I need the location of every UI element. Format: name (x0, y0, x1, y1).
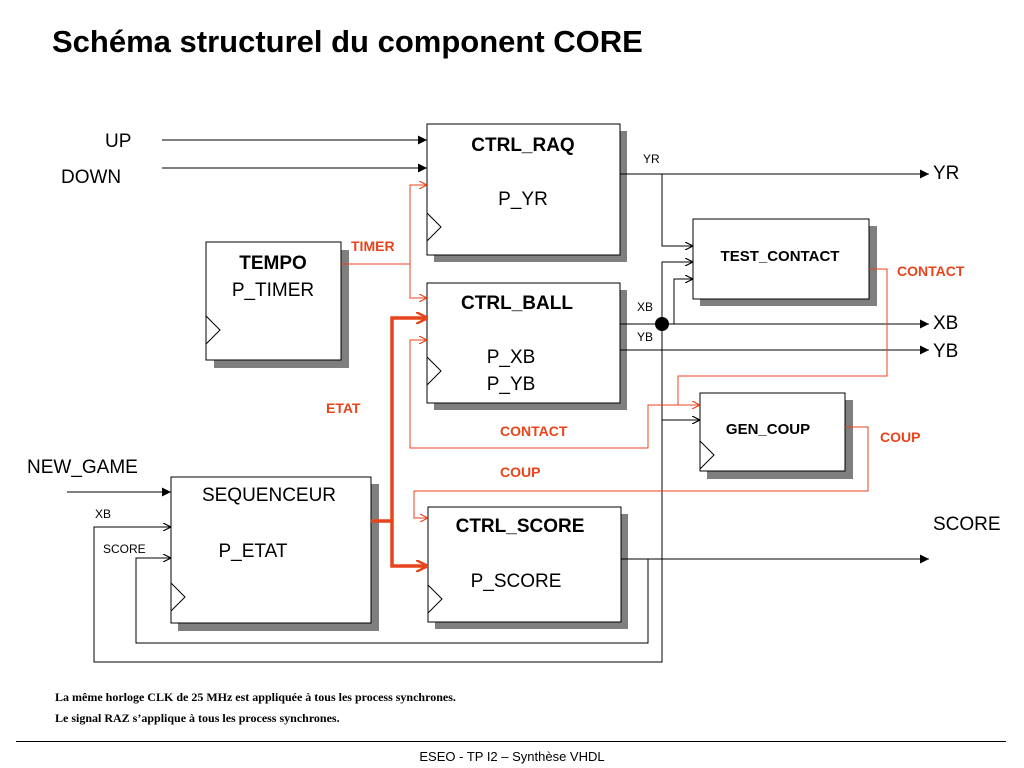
sequenceur-block: SEQUENCEUR P_ETAT (170, 476, 372, 624)
clock-triangle-icon (699, 440, 715, 470)
ctrl-raq-process: P_YR (498, 189, 548, 210)
clock-triangle-icon (205, 315, 221, 345)
sequenceur-name: SEQUENCEUR (202, 485, 336, 506)
timer-to-ball-wire (409, 264, 427, 298)
signal-contact-in-label: CONTACT (500, 423, 568, 439)
sequenceur-process: P_ETAT (219, 541, 288, 562)
input-down-label: DOWN (61, 167, 121, 188)
output-yb-label: YB (933, 341, 958, 362)
clock-triangle-icon (426, 212, 442, 242)
signal-coup-out-label: COUP (880, 429, 920, 445)
signal-seq-xb-label: XB (95, 507, 111, 521)
gen-coup-name: GEN_COUP (726, 421, 810, 438)
red-signal-labels: TIMER CONTACT ETAT CONTACT COUP COUP (326, 238, 965, 480)
contact-to-ball-wire (409, 340, 678, 449)
output-yr-label: YR (933, 163, 959, 184)
signal-labels: UP DOWN NEW_GAME YR XB YB SCORE YR XB YB… (27, 131, 1001, 556)
ctrl-score-box (427, 506, 622, 623)
ctrl-raq-box (426, 123, 621, 256)
signal-yb-label: YB (637, 330, 653, 344)
red-wires (341, 185, 888, 518)
yb-to-test-contact-wire (673, 279, 693, 324)
tempo-name: TEMPO (239, 253, 307, 274)
etat-bus (371, 318, 428, 566)
score-to-sequenceur-wire (135, 558, 649, 644)
gen-coup-block: GEN_COUP (699, 392, 846, 472)
ctrl-ball-name: CTRL_BALL (461, 293, 573, 314)
ctrl-ball-process-2: P_YB (487, 374, 536, 395)
ctrl-ball-block: CTRL_BALL P_XB P_YB (426, 282, 621, 404)
tempo-process: P_TIMER (232, 280, 314, 301)
black-wires (67, 135, 929, 663)
ctrl-score-block: CTRL_SCORE P_SCORE (427, 506, 622, 623)
output-xb-label: XB (933, 313, 958, 334)
ctrl-raq-block: CTRL_RAQ P_YR (426, 123, 621, 256)
coup-wire (413, 426, 869, 518)
sequenceur-box (170, 476, 372, 624)
signal-seq-score-label: SCORE (103, 542, 146, 556)
note-line-2: Le signal RAZ s’applique à tous les proc… (55, 711, 340, 725)
etat-to-ball-wire (390, 318, 428, 521)
test-contact-name: TEST_CONTACT (721, 248, 840, 265)
signal-coup-in-label: COUP (500, 464, 540, 480)
test-contact-box (692, 218, 870, 300)
xb-to-sequenceur-wire (93, 420, 663, 663)
signal-xb-label: XB (637, 300, 653, 314)
page-title: Schéma structurel du component CORE (52, 24, 643, 59)
xb-to-gen-coup-wire (661, 324, 700, 420)
tempo-box (205, 241, 342, 361)
gen-coup-box (699, 392, 846, 472)
signal-etat-label: ETAT (326, 400, 361, 416)
ctrl-score-process: P_SCORE (471, 571, 562, 592)
signal-yr-label: YR (643, 152, 660, 166)
input-new-game-label: NEW_GAME (27, 457, 138, 478)
yr-to-test-contact-wire (661, 174, 693, 246)
signal-contact-out-label: CONTACT (897, 263, 965, 279)
junction-dot (655, 317, 669, 331)
contact-wire (677, 268, 888, 405)
clock-triangle-icon (426, 356, 442, 386)
ctrl-raq-name: CTRL_RAQ (471, 135, 574, 156)
input-up-label: UP (105, 131, 131, 152)
notes: La même horloge CLK de 25 MHz est appliq… (55, 687, 456, 729)
clock-triangle-icon (427, 584, 443, 614)
timer-wire (341, 185, 427, 265)
xb-to-test-contact-wire (661, 262, 693, 324)
ctrl-score-name: CTRL_SCORE (456, 516, 585, 537)
etat-wire (371, 519, 428, 566)
ctrl-ball-process-1: P_XB (487, 347, 536, 368)
tempo-block: TEMPO P_TIMER (205, 241, 342, 361)
signal-timer-label: TIMER (351, 238, 395, 254)
test-contact-block: TEST_CONTACT (692, 218, 870, 300)
note-line-1: La même horloge CLK de 25 MHz est appliq… (55, 690, 456, 704)
output-score-label: SCORE (933, 514, 1001, 535)
clock-triangle-icon (170, 582, 186, 612)
footer-divider (16, 741, 1006, 742)
ctrl-ball-box (426, 282, 621, 404)
footer-text: ESEO - TP I2 – Synthèse VHDL (419, 749, 605, 764)
